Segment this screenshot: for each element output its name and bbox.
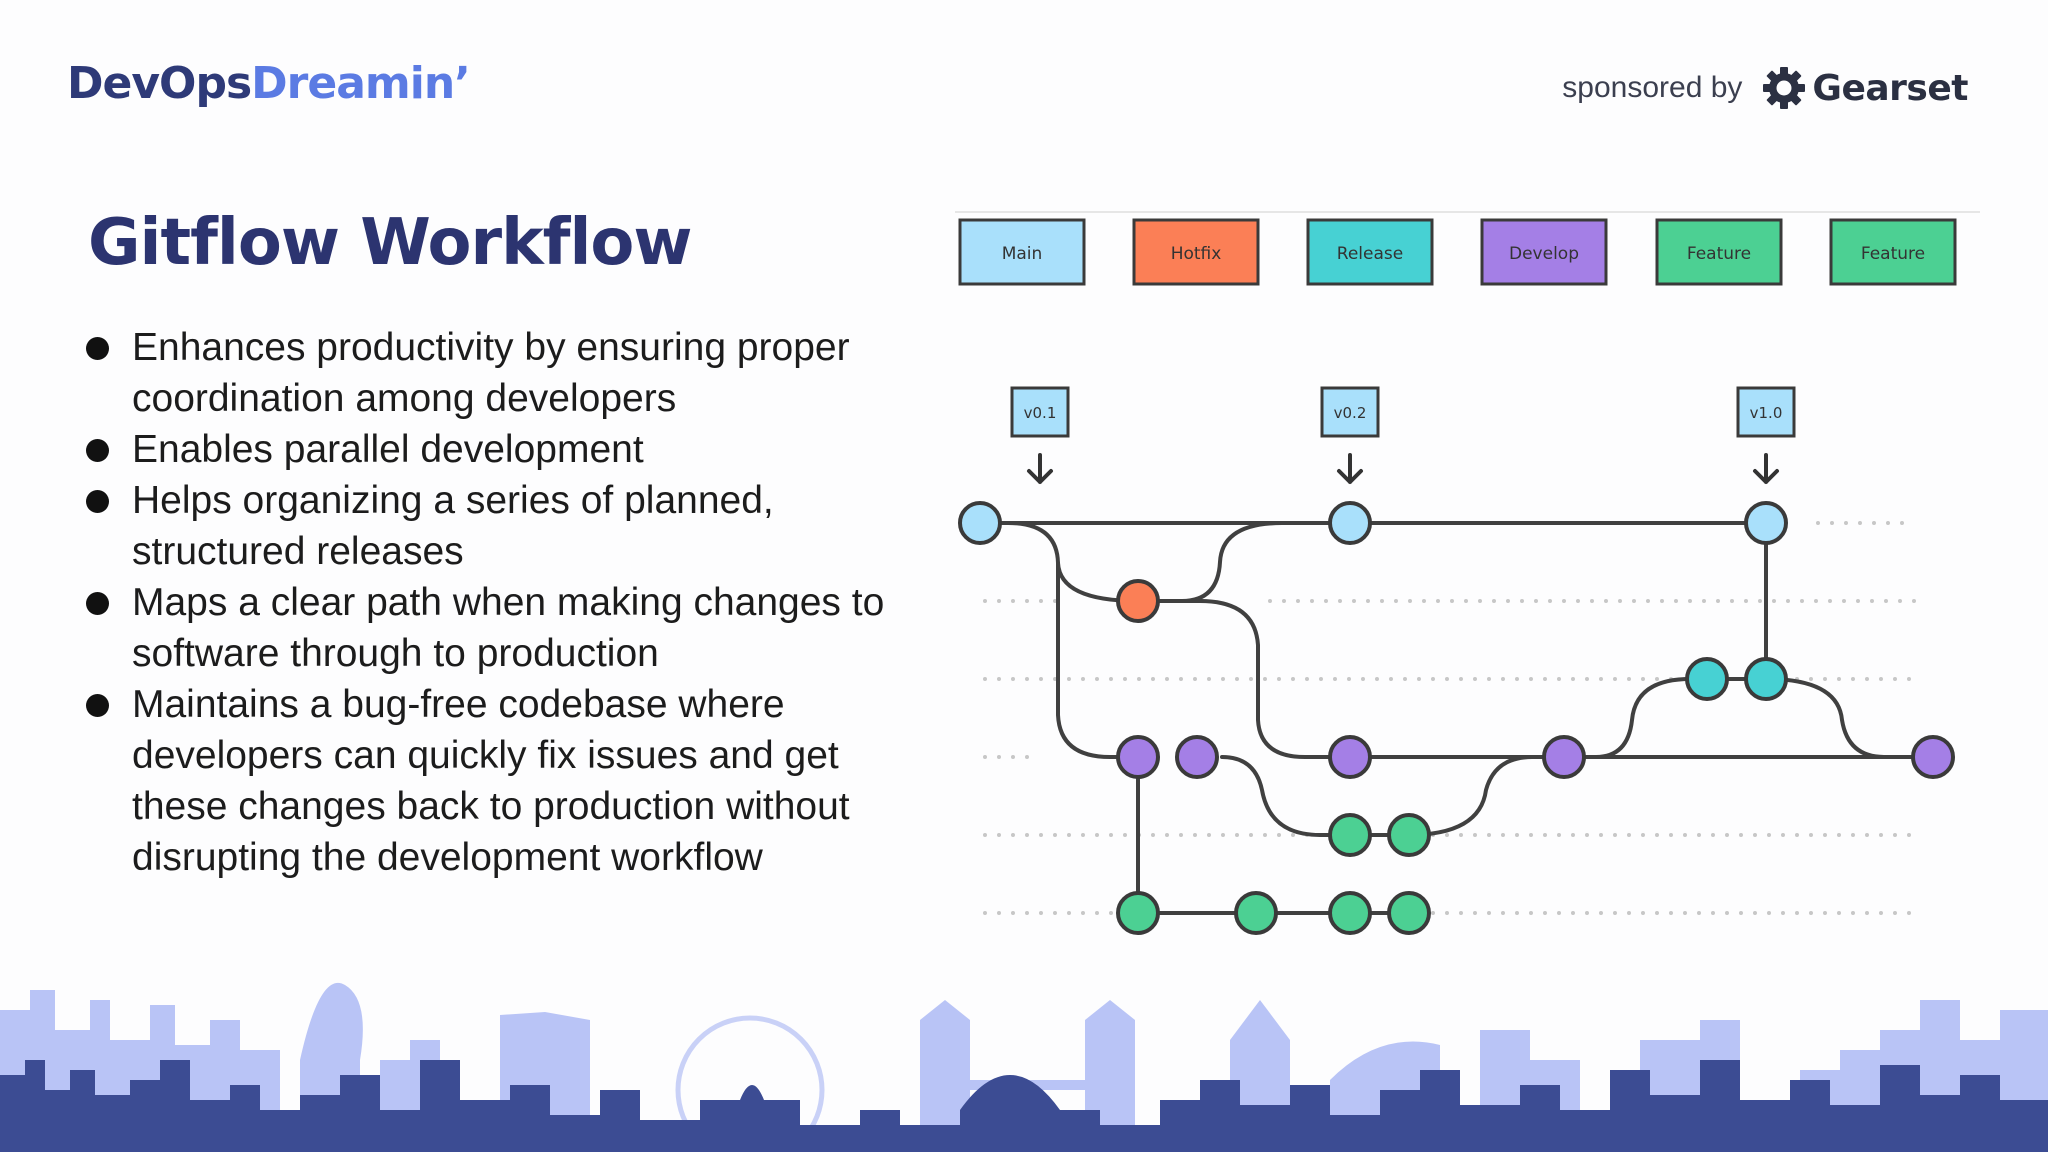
bullet-text: Maintains a bug-free codebase where deve…	[132, 683, 850, 879]
sponsor-name: Gearset	[1812, 67, 1968, 109]
branch-tag-hotfix-box	[1132, 218, 1260, 286]
skyline-front-layer	[0, 1060, 2048, 1152]
tower-bridge-tower-left	[920, 1000, 970, 1152]
commit-develop-3	[1328, 735, 1372, 779]
brand-part-1: DevOps	[67, 58, 252, 109]
branch-tag-main: Main	[958, 218, 1086, 286]
bullet-item: Maintains a bug-free codebase where deve…	[84, 679, 914, 883]
commit-release-1	[1685, 657, 1729, 701]
branch-tag-hotfix-label: Hotfix	[1171, 244, 1222, 264]
arrow-down-icon	[1753, 453, 1779, 484]
branch-tag-develop-box	[1480, 218, 1608, 286]
commit-main-3	[1744, 501, 1788, 545]
branch-tag-release: Release	[1306, 218, 1434, 286]
gitflow-diagram: Main Hotfix Release Develop Feature Feat…	[955, 211, 1980, 935]
commit-develop-4	[1542, 735, 1586, 779]
bullet-item: Enables parallel development	[84, 424, 914, 475]
develop-branch-line	[1056, 561, 1140, 759]
branch-lines	[978, 521, 1928, 915]
bullet-dot-icon	[86, 592, 109, 615]
version-tag-v10: v1.0	[1736, 386, 1796, 484]
version-tag-v01-box	[1010, 386, 1070, 438]
feature-1-line	[1220, 755, 1534, 837]
branch-tag-main-label: Main	[1002, 244, 1043, 264]
version-tag-v01-label: v0.1	[1024, 404, 1057, 422]
commit-feature1-2	[1387, 813, 1431, 857]
bullet-dot-icon	[86, 439, 109, 462]
arrow-down-icon	[1027, 453, 1053, 484]
commit-hotfix-1	[1116, 579, 1160, 623]
slide-title: Gitflow Workflow	[88, 206, 692, 280]
brand-part-2: Dreamin’	[251, 58, 471, 109]
branch-tag-develop: Develop	[1480, 218, 1608, 286]
commit-release-2	[1744, 657, 1788, 701]
bullet-dot-icon	[86, 490, 109, 513]
release-line	[1594, 677, 1886, 759]
branch-tag-main-box	[958, 218, 1086, 286]
commit-feature2-4	[1387, 891, 1431, 935]
bullet-text: Enables parallel development	[132, 428, 644, 471]
commit-feature2-2	[1234, 891, 1278, 935]
commit-develop-1	[1116, 735, 1160, 779]
branch-tag-feature-1: Feature	[1655, 218, 1783, 286]
version-tag-v02-box	[1320, 386, 1380, 438]
branch-tag-feature-1-box	[1655, 218, 1783, 286]
commit-main-2	[1328, 501, 1372, 545]
branch-tag-feature-2: Feature	[1829, 218, 1957, 286]
branch-tag-feature-2-box	[1829, 218, 1957, 286]
commit-feature2-3	[1328, 891, 1372, 935]
version-tag-v02-label: v0.2	[1334, 404, 1367, 422]
version-tag-v10-box	[1736, 386, 1796, 438]
bullet-list: Enhances productivity by ensuring proper…	[84, 322, 914, 883]
city-skyline-illustration	[0, 982, 2048, 1152]
arrow-down-icon	[1337, 453, 1363, 484]
bullet-dot-icon	[86, 694, 109, 717]
version-tag-v02: v0.2	[1320, 386, 1380, 484]
commit-feature1-1	[1328, 813, 1372, 857]
sponsor-block: sponsored by Gearset	[1562, 66, 1968, 110]
commits	[958, 501, 1955, 935]
commit-develop-2	[1175, 735, 1219, 779]
commit-develop-5	[1911, 735, 1955, 779]
bullet-item: Enhances productivity by ensuring proper…	[84, 322, 914, 424]
hotfix-merge-main-line	[1136, 521, 1284, 603]
bullet-item: Maps a clear path when making changes to…	[84, 577, 914, 679]
hotfix-to-develop-line	[1006, 521, 1928, 759]
lane-guides	[983, 521, 1918, 915]
branch-tag-feature-2-label: Feature	[1861, 244, 1925, 264]
bullet-text: Enhances productivity by ensuring proper…	[132, 326, 850, 420]
branch-tag-hotfix: Hotfix	[1132, 218, 1260, 286]
gear-icon	[1763, 67, 1806, 109]
version-tag-v01: v0.1	[1010, 386, 1070, 484]
front-buildings	[0, 1060, 2048, 1152]
bullet-text: Maps a clear path when making changes to…	[132, 581, 885, 675]
commit-feature2-1	[1116, 891, 1160, 935]
commit-main-1	[958, 501, 1002, 545]
bullet-text: Helps organizing a series of planned, st…	[132, 479, 774, 573]
sponsor-text: sponsored by	[1562, 71, 1743, 104]
devops-dreamin-logo: DevOpsDreamin’	[67, 58, 471, 109]
branch-tag-release-box	[1306, 218, 1434, 286]
london-eye-wheel	[675, 1015, 825, 1152]
bullet-item: Helps organizing a series of planned, st…	[84, 475, 914, 577]
version-tag-v10-label: v1.0	[1750, 404, 1783, 422]
bullet-dot-icon	[86, 337, 109, 360]
branch-tag-release-label: Release	[1337, 244, 1403, 264]
branch-tag-develop-label: Develop	[1509, 244, 1579, 264]
branch-tag-feature-1-label: Feature	[1687, 244, 1751, 264]
